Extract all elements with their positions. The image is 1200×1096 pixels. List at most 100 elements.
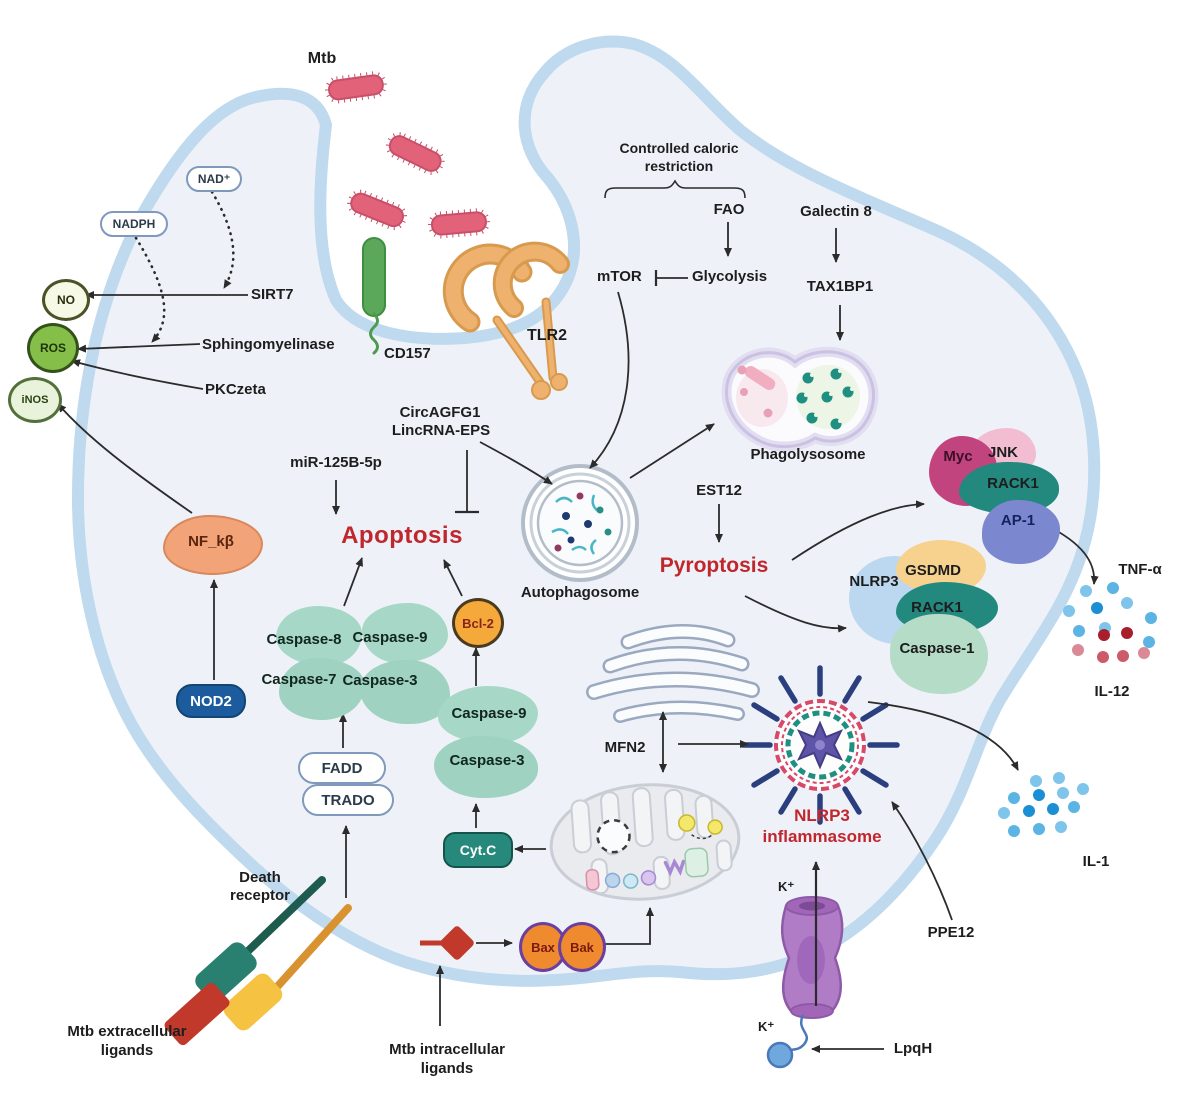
potassium-channel-icon	[766, 896, 844, 1069]
no-molecule: NO	[42, 279, 90, 321]
nad-pill: NAD⁺	[186, 166, 242, 192]
nfkb-label: NF_kβ	[188, 533, 234, 550]
ccr-label-line2: restriction	[644, 158, 714, 174]
rack1-upper-label: RACK1	[987, 475, 1039, 492]
tlr2-label: TLR2	[527, 327, 567, 344]
phagolysosome-label: Phagolysosome	[750, 446, 866, 463]
myc-label: Myc	[943, 448, 973, 465]
mfn2-label: MFN2	[604, 739, 646, 756]
ccr-label-line1: Controlled caloric	[619, 140, 739, 156]
sphingomyelinase-label: Sphingomyelinase	[202, 336, 335, 353]
mtb-extracellular-label-line2: ligands	[100, 1042, 154, 1059]
arrow-mtor-autophagosome	[589, 291, 630, 469]
brace-ccr	[604, 179, 746, 199]
ppe12-label: PPE12	[927, 924, 975, 941]
mitochondria-icon	[549, 783, 741, 901]
arrow-sphingomyelinase-ros	[77, 343, 201, 353]
death-receptor-label-line2: receptor	[229, 887, 291, 904]
caspase8-blob	[276, 606, 362, 666]
lincrna-label: LincRNA-EPS	[391, 422, 491, 439]
nadph-pill: NADPH	[100, 211, 168, 237]
tlr2-receptor	[442, 241, 570, 400]
caspase1-blob	[890, 614, 988, 694]
k-top-label: K⁺	[778, 879, 795, 894]
ros-molecule: ROS	[27, 323, 79, 373]
arrow-caspases-apoptosis	[343, 557, 363, 607]
mtb-intracellular-ligand-icon	[420, 926, 474, 960]
gsdmd-label: GSDMD	[905, 562, 961, 579]
arrow-autophagosome-phagolysosome	[629, 423, 715, 479]
cd157-receptor	[362, 237, 386, 355]
caspase1-label: Caspase-1	[899, 640, 975, 657]
arrow-pyroptosis-myc-complex	[791, 500, 925, 561]
mtb-extracellular-ligand-icon	[164, 982, 230, 1046]
mtb-extracellular-label-line1: Mtb extracellular	[67, 1023, 187, 1040]
caspase8-label: Caspase-8	[266, 631, 342, 648]
caspase7-blob	[279, 658, 365, 720]
jnk-label: JNK	[987, 444, 1019, 461]
sirt7-label: SIRT7	[251, 286, 294, 303]
caspase9-blob	[362, 603, 448, 663]
nlrp3-inflammasome-icon	[740, 665, 900, 825]
lpqh-label: LpqH	[893, 1040, 933, 1057]
death-receptor-label-line1: Death	[239, 869, 281, 886]
autophagosome-label: Autophagosome	[520, 584, 640, 601]
inos-molecule: iNOS	[8, 377, 62, 423]
arrow-bcl2-apoptosis	[443, 559, 463, 597]
mtb-label: Mtb	[307, 50, 337, 67]
mid-caspase9-label: Caspase-9	[451, 705, 527, 722]
nfkb-blob	[163, 515, 263, 575]
death-receptor-icon	[164, 876, 352, 1046]
cd157-label: CD157	[384, 345, 431, 362]
mtb-intracellular-label-line1: Mtb intracellular	[389, 1041, 505, 1058]
inflammasome-label-line2: inflammasome	[762, 827, 882, 846]
arrow-nad-sirt7	[210, 190, 235, 290]
il12-label: IL-12	[1094, 683, 1130, 700]
arrow-nfkb-inos	[57, 403, 193, 514]
il1-label: IL-1	[1082, 853, 1110, 870]
caspase3-label: Caspase-3	[342, 672, 418, 689]
bcl2-molecule: Bcl-2	[452, 598, 504, 648]
arrow-pyroptosis-nlrp3-complex	[744, 595, 847, 633]
arrow-ppe12-inflammasome	[891, 801, 953, 921]
ap1-label: AP-1	[1000, 512, 1036, 529]
mid-caspase9-blob	[438, 686, 538, 744]
tax1bp1-label: TAX1BP1	[806, 278, 874, 295]
bak-molecule: Bak	[558, 922, 606, 972]
ap1-blob	[982, 500, 1060, 564]
rack1-lower-label: RACK1	[911, 599, 963, 616]
arrow-bak-mito	[603, 907, 654, 945]
mtor-label: mTOR	[597, 268, 642, 285]
nlrp3-label: NLRP3	[849, 573, 899, 590]
arrow-pkczeta-ros	[71, 359, 204, 390]
nod2-pill: NOD2	[176, 684, 246, 718]
tnf-label: TNF-α	[1118, 561, 1162, 578]
inhibition-circ-apoptosis	[455, 450, 479, 514]
apoptosis-title: Apoptosis	[341, 522, 463, 549]
autophagosome-icon	[521, 464, 639, 582]
caspase7-label: Caspase-7	[261, 671, 337, 688]
trado-pill: TRADO	[302, 784, 394, 816]
mtb-intracellular-label-line2: ligands	[420, 1060, 474, 1077]
k-bottom-label: K⁺	[758, 1019, 775, 1034]
galectin8-label: Galectin 8	[800, 203, 872, 220]
phagolysosome-icon	[721, 346, 879, 452]
fao-label: FAO	[713, 201, 745, 218]
inhibition-glycolysis-mtor	[654, 270, 688, 286]
mtb-bacteria	[325, 71, 490, 239]
glycolysis-label: Glycolysis	[692, 268, 768, 285]
est12-label: EST12	[696, 482, 742, 499]
pyroptosis-title: Pyroptosis	[659, 554, 769, 577]
arrow-inflammasome-il1	[867, 701, 1019, 771]
mid-caspase3-label: Caspase-3	[449, 752, 525, 769]
fadd-pill: FADD	[298, 752, 386, 784]
circagfg1-label: CircAGFG1	[399, 404, 481, 421]
inflammasome-label-line1: NLRP3	[794, 806, 850, 825]
mir125b-label: miR-125B-5p	[290, 454, 382, 471]
golgi-icon	[586, 623, 760, 723]
mid-caspase3-blob	[434, 736, 538, 798]
cytc-pill: Cyt.C	[443, 832, 513, 868]
pkczeta-label: PKCzeta	[205, 381, 266, 398]
